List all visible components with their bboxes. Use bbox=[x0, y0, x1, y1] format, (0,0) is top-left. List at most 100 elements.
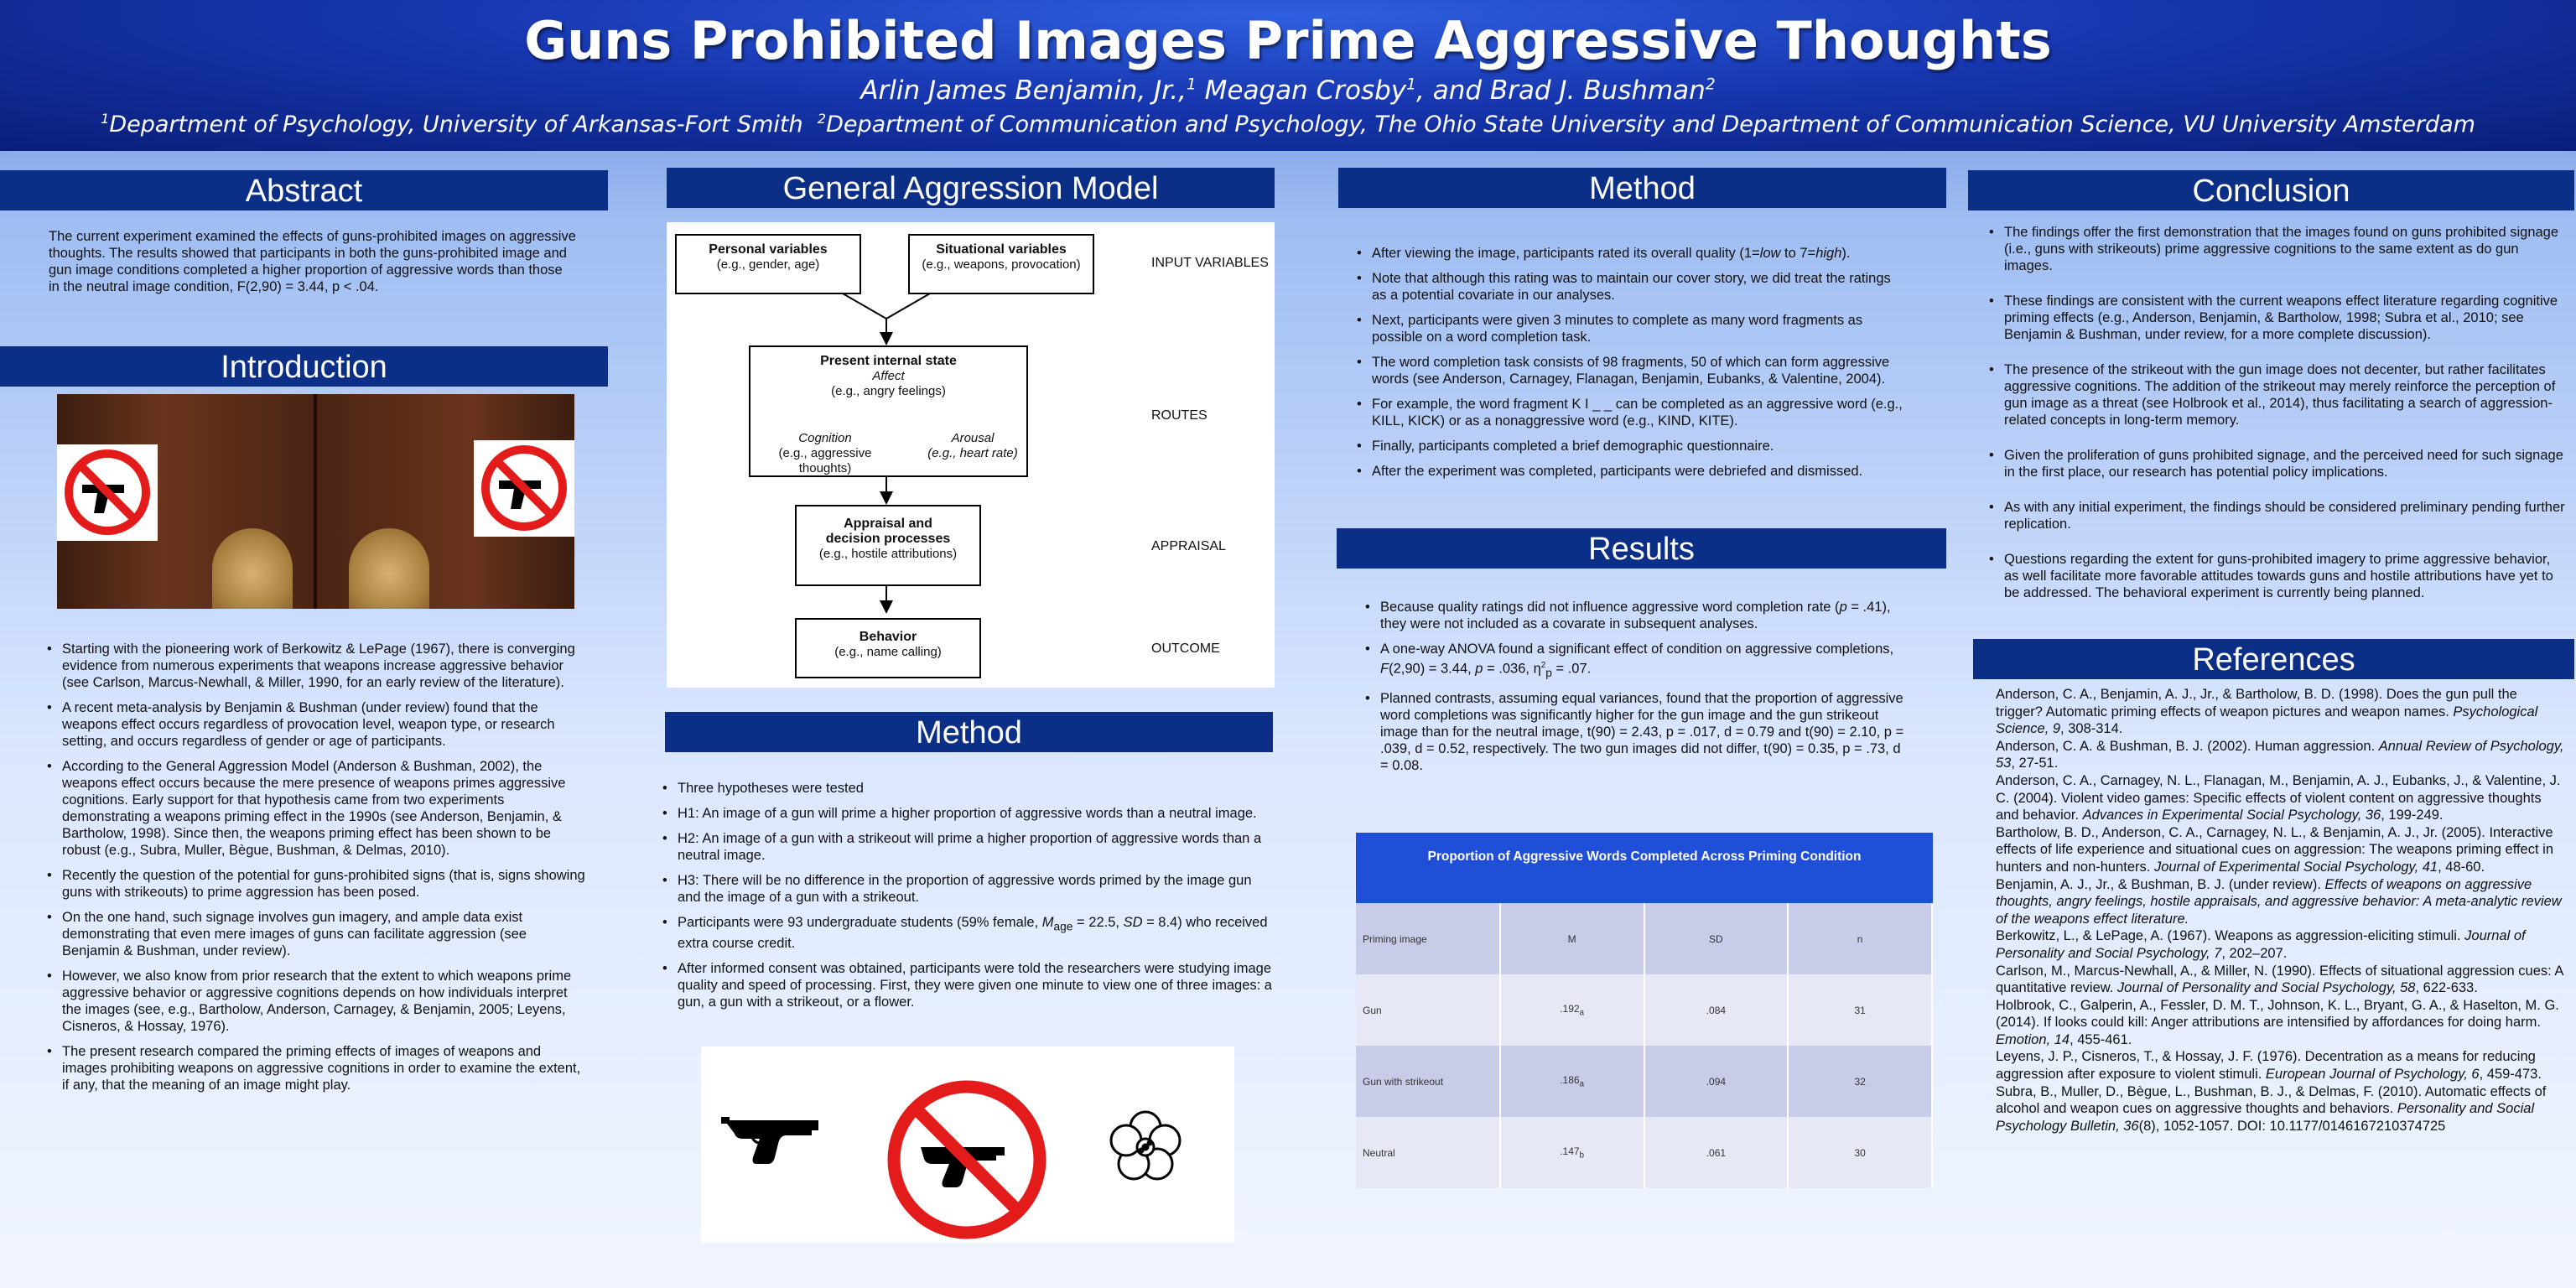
author-2-affil: 1 bbox=[1406, 75, 1416, 94]
gam-diagram: Personal variables (e.g., gender, age) S… bbox=[667, 222, 1275, 688]
reference-source: Psychological Science, 9 bbox=[1996, 704, 2538, 737]
cell-mean: .147b bbox=[1499, 1117, 1645, 1188]
method-bullet: After informed consent was obtained, par… bbox=[657, 960, 1275, 1010]
method-bullet: H2: An image of a gun with a strikeout w… bbox=[657, 830, 1275, 864]
results-heading: Results bbox=[1337, 528, 1946, 569]
label-appraisal: APPRAISAL bbox=[1151, 539, 1226, 553]
cell-mean: .186a bbox=[1499, 1046, 1645, 1117]
abstract-heading: Abstract bbox=[0, 170, 608, 210]
introduction-bullets: Starting with the pioneering work of Ber… bbox=[42, 641, 587, 1102]
door-sign-photo bbox=[57, 394, 574, 609]
label-outcome: OUTCOME bbox=[1151, 641, 1220, 656]
header-priming-image: Priming image bbox=[1356, 903, 1501, 974]
participants-text-end: = 8.4) who received extra course credit. bbox=[678, 915, 1268, 952]
conclusion-bullet: The presence of the strikeout with the g… bbox=[1984, 361, 2567, 428]
reference-text: Carlson, M., Marcus-Newhall, A., & Mille… bbox=[1996, 963, 2563, 996]
reference-item: Anderson, C. A., Benjamin, A. J., Jr., &… bbox=[1996, 686, 2566, 738]
results-bullet-covariate: Because quality ratings did not influenc… bbox=[1360, 599, 1905, 632]
participants-m: M bbox=[1041, 915, 1054, 930]
conclusion-bullet: As with any initial experiment, the find… bbox=[1984, 499, 2567, 532]
no-gun-icon bbox=[65, 449, 150, 535]
method-bullet-participants: Participants were 93 undergraduate stude… bbox=[657, 914, 1275, 952]
reference-source: Journal of Experimental Social Psycholog… bbox=[2153, 859, 2438, 875]
header-n: n bbox=[1788, 903, 1933, 974]
reference-source: Annual Review of Psychology, 53 bbox=[1996, 738, 2564, 771]
cell-condition: Gun with strikeout bbox=[1356, 1046, 1501, 1117]
arousal-label: Arousal bbox=[951, 431, 995, 445]
reference-source: European Journal of Psychology, 6 bbox=[2265, 1067, 2480, 1083]
reference-item: Holbrook, C., Galperin, A., Fessler, D. … bbox=[1996, 997, 2566, 1049]
flower-icon bbox=[1109, 1110, 1182, 1181]
reference-list: Anderson, C. A., Benjamin, A. J., Jr., &… bbox=[1996, 686, 2566, 1135]
mean-group: a bbox=[1579, 1079, 1585, 1089]
behavior-example: (e.g., name calling) bbox=[834, 645, 942, 659]
intro-bullet: However, we also know from prior researc… bbox=[42, 968, 587, 1035]
introduction-heading: Introduction bbox=[0, 346, 608, 387]
intro-bullet: The present research compared the primin… bbox=[42, 1043, 587, 1093]
poster-title: Guns Prohibited Images Prime Aggressive … bbox=[524, 10, 2052, 71]
reference-item: Carlson, M., Marcus-Newhall, A., & Mille… bbox=[1996, 963, 2566, 997]
reference-pages: , 455-461. bbox=[2070, 1031, 2132, 1047]
mean-group: a bbox=[1579, 1008, 1585, 1018]
mean-group: b bbox=[1579, 1150, 1585, 1161]
reference-text: Bartholow, B. D., Anderson, C. A., Carna… bbox=[1996, 824, 2553, 875]
affil-1-marker: 1 bbox=[101, 111, 110, 127]
intro-bullet: On the one hand, such signage involves g… bbox=[42, 909, 587, 959]
situational-variables-example: (e.g., weapons, provocation) bbox=[922, 257, 1081, 272]
table-row: Gun with strikeout .186a .094 32 bbox=[1356, 1046, 1933, 1117]
cell-condition: Neutral bbox=[1356, 1117, 1501, 1188]
cognition-label: Cognition bbox=[798, 431, 852, 445]
intro-bullet: A recent meta-analysis by Benjamin & Bus… bbox=[42, 699, 587, 750]
label-routes: ROUTES bbox=[1151, 408, 1208, 423]
method-bullet: H3: There will be no difference in the p… bbox=[657, 872, 1275, 906]
cell-sd: .094 bbox=[1644, 1046, 1789, 1117]
reference-pages: , 202–207. bbox=[2221, 945, 2288, 961]
abstract-text: The current experiment examined the effe… bbox=[49, 229, 576, 294]
reference-item: Anderson, C. A., Carnagey, N. L., Flanag… bbox=[1996, 772, 2566, 824]
arousal-node: Arousal (e.g., heart rate) bbox=[918, 431, 1027, 461]
rating-text: After viewing the image, participants ra… bbox=[1372, 246, 1760, 261]
author-2: Meagan Crosby bbox=[1196, 75, 1407, 106]
participants-age-sub: age bbox=[1053, 920, 1073, 933]
method-bullet: Note that although this rating was to ma… bbox=[1352, 270, 1905, 304]
no-gun-sign-right bbox=[474, 440, 574, 537]
reference-source: Advances in Experimental Social Psycholo… bbox=[2082, 808, 2381, 823]
mean-value: .186 bbox=[1560, 1073, 1580, 1086]
cognition-example: (e.g., aggressive thoughts) bbox=[778, 446, 872, 475]
affect-label: Affect bbox=[872, 369, 905, 383]
internal-state-title: Present internal state bbox=[820, 354, 957, 368]
appraisal-title-1: Appraisal and bbox=[844, 517, 932, 531]
affect-example: (e.g., angry feelings) bbox=[831, 384, 946, 398]
no-gun-sign-left bbox=[57, 444, 158, 541]
method-bullet: H1: An image of a gun will prime a highe… bbox=[657, 805, 1275, 822]
rating-text-end: ). bbox=[1841, 246, 1851, 261]
cognition-node: Cognition (e.g., aggressive thoughts) bbox=[754, 431, 896, 476]
behavior-title: Behavior bbox=[859, 630, 917, 644]
anova-text-end: = .07. bbox=[1551, 661, 1592, 677]
gam-heading: General Aggression Model bbox=[667, 168, 1275, 208]
reference-item: Anderson, C. A. & Bushman, B. J. (2002).… bbox=[1996, 738, 2566, 772]
personal-variables-box: Personal variables (e.g., gender, age) bbox=[675, 234, 861, 294]
author-3: , and Brad J. Bushman bbox=[1416, 75, 1706, 106]
anova-f: F bbox=[1380, 661, 1389, 677]
anova-text-mid: (2,90) = 3.44, bbox=[1389, 661, 1476, 677]
covariate-text: Because quality ratings did not influenc… bbox=[1380, 600, 1840, 615]
reference-item: Leyens, J. P., Cisneros, T., & Hossay, J… bbox=[1996, 1048, 2566, 1083]
mean-value: .192 bbox=[1560, 1002, 1580, 1015]
cell-n: 31 bbox=[1788, 974, 1933, 1046]
cell-mean: .192a bbox=[1499, 974, 1645, 1046]
anova-eta: = .036, η bbox=[1483, 661, 1541, 677]
appraisal-example: (e.g., hostile attributions) bbox=[818, 547, 958, 561]
table-title: Proportion of Aggressive Words Completed… bbox=[1356, 833, 1933, 903]
reference-source: Emotion, 14 bbox=[1996, 1031, 2070, 1047]
method-heading-left: Method bbox=[665, 712, 1273, 752]
author-list: Arlin James Benjamin, Jr.,1 Meagan Crosb… bbox=[0, 75, 2576, 106]
reference-pages: (8), 1052-1057. DOI: 10.1177/01461672103… bbox=[2138, 1118, 2446, 1134]
poster-header: Guns Prohibited Images Prime Aggressive … bbox=[0, 0, 2576, 151]
reference-pages: , 459-473. bbox=[2479, 1067, 2542, 1083]
reference-item: Subra, B., Muller, D., Bègue, L., Bushma… bbox=[1996, 1083, 2566, 1135]
author-1-affil: 1 bbox=[1186, 75, 1197, 94]
reference-text: Anderson, C. A. & Bushman, B. J. (2002).… bbox=[1996, 738, 2379, 754]
method-bullet: Next, participants were given 3 minutes … bbox=[1352, 312, 1905, 345]
appraisal-box: Appraisal and decision processes (e.g., … bbox=[795, 505, 981, 586]
